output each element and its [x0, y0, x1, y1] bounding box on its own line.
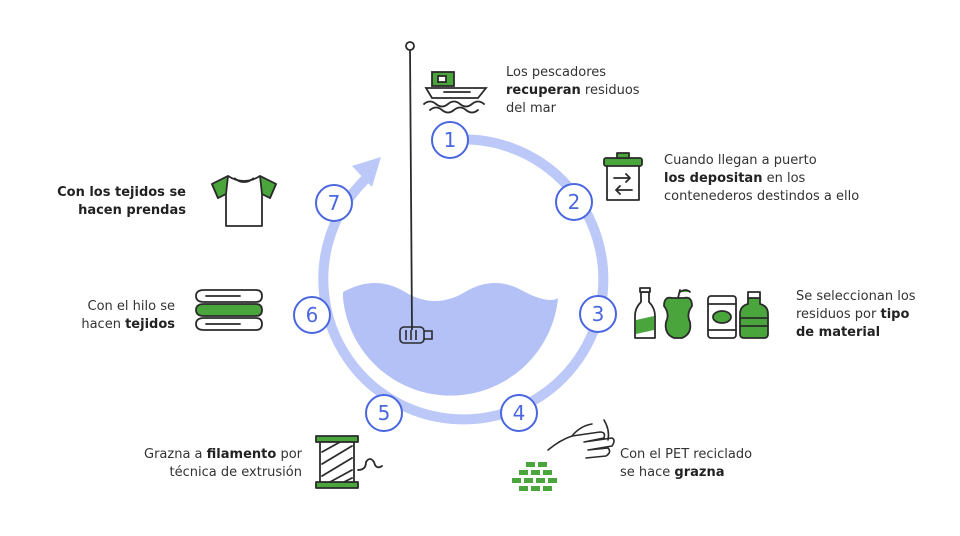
step-number-5: 5 — [378, 401, 391, 425]
step-circle-7: 7 — [315, 184, 353, 222]
fishing-line — [409, 47, 413, 331]
step-circle-1: 1 — [431, 121, 469, 159]
step-number-4: 4 — [513, 401, 526, 425]
step-number-6: 6 — [306, 303, 319, 327]
fishing-boat-icon — [423, 71, 488, 114]
step-label-7: Con los tejidos se hacen prendas — [57, 185, 186, 218]
step-circle-3: 3 — [579, 295, 617, 333]
water-body — [343, 283, 558, 396]
waste-types-icon — [634, 287, 769, 339]
plastic-bottle-icon — [399, 326, 433, 344]
hand-pellets-icon — [547, 419, 615, 459]
step-label-5: Grazna a filamento por técnica de extrus… — [144, 447, 302, 480]
step-label-6: Con el hilo se hacen tejidos — [81, 299, 175, 332]
step-label-4: Con el PET reciclado se hace grazna — [620, 447, 753, 480]
step-label-2: Cuando llegan a puerto los depositan en … — [664, 153, 860, 204]
step-label-1: Los pescadores recuperan residuos del ma… — [506, 65, 640, 116]
fishing-rod-tip — [405, 41, 415, 51]
pellets-icon — [512, 462, 557, 491]
tshirt-icon — [211, 175, 277, 227]
cycle-arrowhead — [352, 157, 381, 187]
step-number-2: 2 — [568, 190, 581, 214]
recycling-container-icon — [603, 152, 643, 201]
step-number-3: 3 — [592, 302, 605, 326]
step-circle-6: 6 — [293, 296, 331, 334]
step-number-7: 7 — [328, 191, 341, 215]
filament-spool-icon — [315, 435, 383, 489]
step-circle-2: 2 — [555, 183, 593, 221]
step-label-3: Se seleccionan los residuos por tipo de … — [796, 289, 916, 340]
step-circle-5: 5 — [365, 394, 403, 432]
folded-fabric-icon — [195, 289, 263, 331]
step-number-1: 1 — [444, 128, 457, 152]
step-circle-4: 4 — [500, 394, 538, 432]
